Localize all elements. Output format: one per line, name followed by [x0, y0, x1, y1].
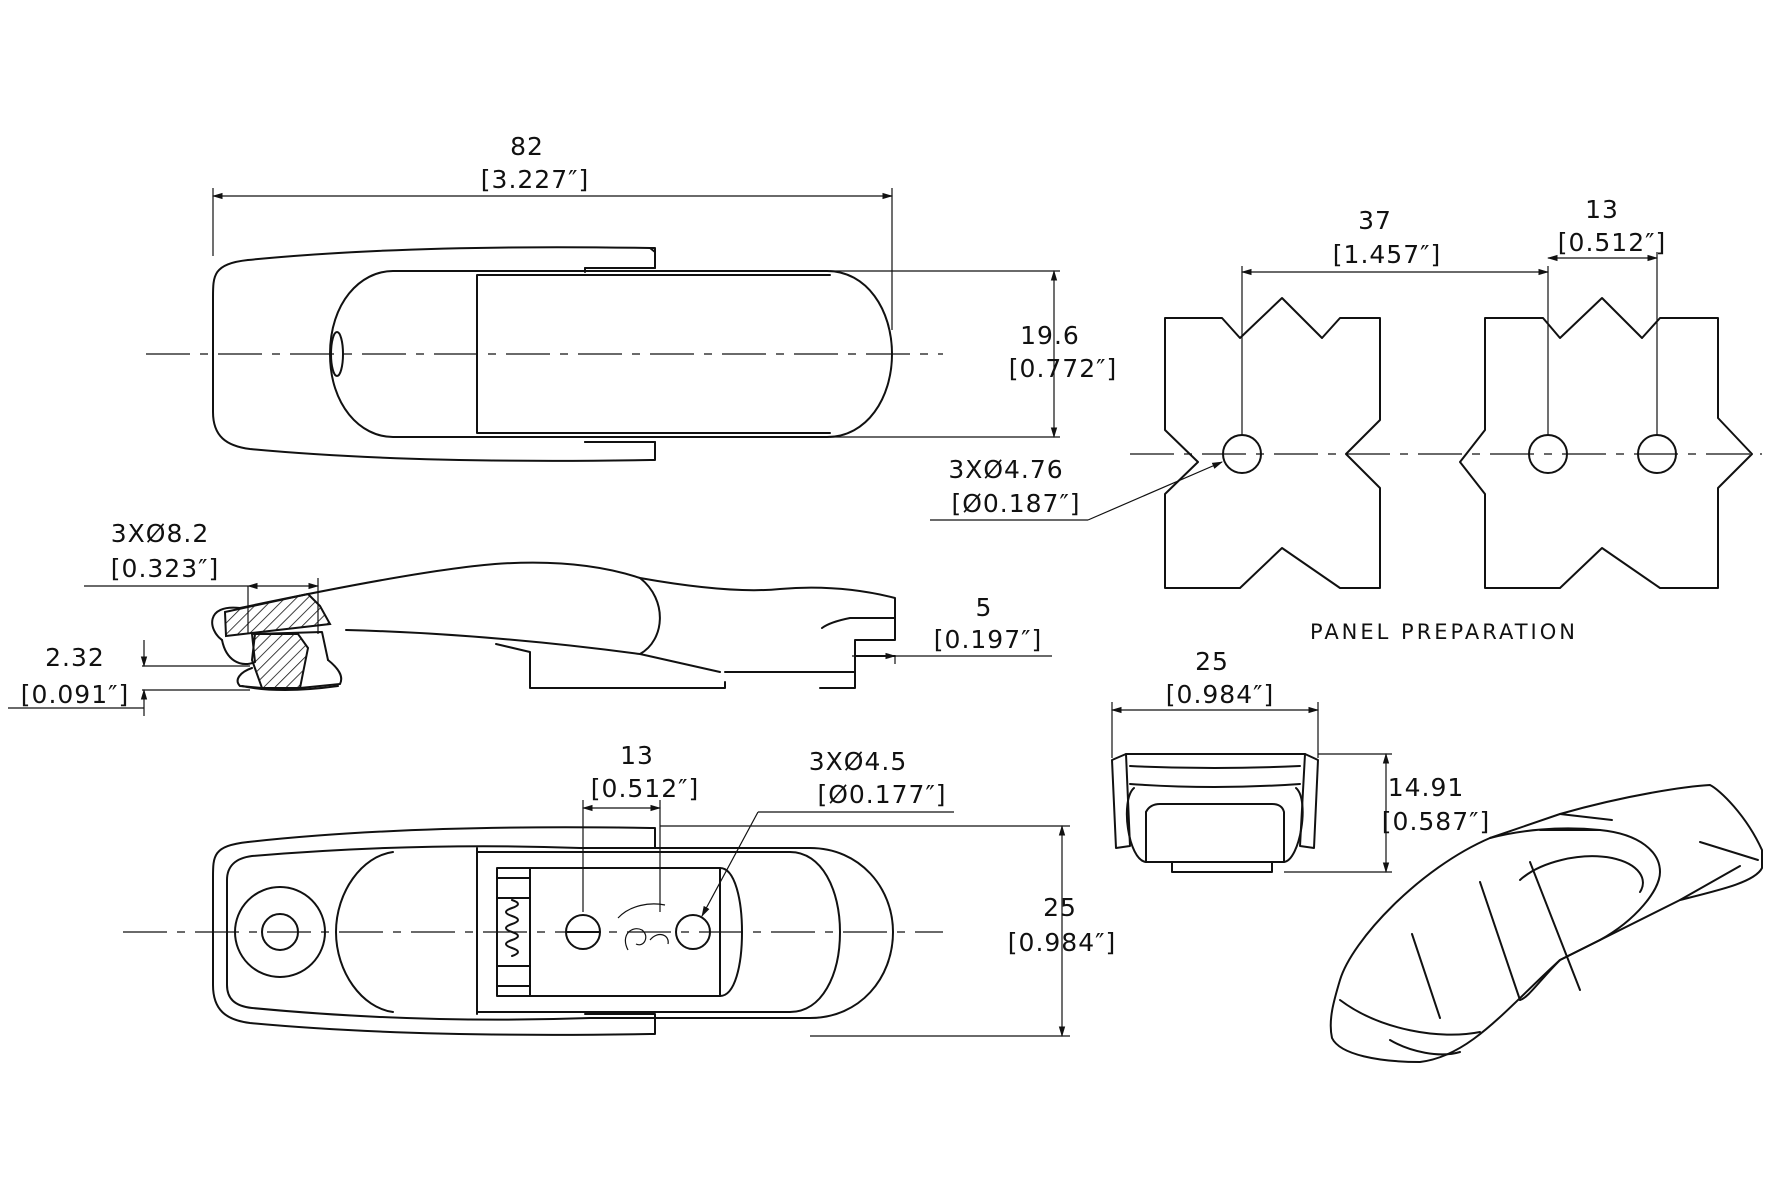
dim-panel-pitch: 13 [0.512″] [1546, 195, 1666, 435]
dim-4-5-inch: [Ø0.177″] [817, 780, 946, 809]
end-view [1111, 753, 1319, 873]
dim-8-2: 3XØ8.2 [111, 519, 209, 548]
dim-4-76-inch: [Ø0.187″] [951, 489, 1080, 518]
dim-19-6-inch: [0.772″] [1009, 354, 1117, 383]
dim-19-6: 19.6 [1020, 321, 1080, 350]
dim-25-end-inch: [0.984″] [1166, 680, 1274, 709]
bottom-view [123, 826, 943, 1036]
dim-panel-spacing: 37 [1.457″] [1240, 206, 1550, 435]
dim-8-2-inch: [0.323″] [111, 554, 219, 583]
panel-preparation-caption: PANEL PREPARATION [1310, 620, 1578, 644]
dim-25-bottom: 25 [1043, 893, 1077, 922]
dim-rivet-height: 2.32 [0.091″] [8, 640, 250, 716]
isometric-view [1329, 784, 1763, 1063]
dim-end-height: 14.91 [0.587″] [1284, 752, 1490, 874]
dim-top-width: 19.6 [0.772″] [830, 269, 1117, 439]
dim-rivet-dia: 3XØ8.2 [0.323″] [84, 519, 320, 634]
dim-25-end: 25 [1195, 647, 1229, 676]
dim-37: 37 [1358, 206, 1392, 235]
panel-cutout-left [1164, 297, 1381, 589]
dim-hole-spacing: 13 [0.512″] [581, 741, 699, 912]
dim-2-32-inch: [0.091″] [21, 680, 129, 709]
dim-panel-hole: 3XØ4.76 [Ø0.187″] [930, 455, 1223, 521]
dim-82-inch: [3.227″] [481, 165, 589, 194]
dim-5-inch: [0.197″] [934, 625, 1042, 654]
dim-4-5: 3XØ4.5 [809, 747, 907, 776]
dim-top-length: 82 [3.227″] [211, 132, 894, 330]
top-view [146, 246, 943, 462]
dim-hole-dia: 3XØ4.5 [Ø0.177″] [701, 747, 954, 917]
dim-bottom-width: 25 [0.984″] [660, 824, 1116, 1038]
dim-13-holes-inch: [0.512″] [591, 774, 699, 803]
dim-14-91: 14.91 [1388, 773, 1465, 802]
dim-side-offset: 5 [0.197″] [852, 593, 1052, 664]
dim-25-bottom-inch: [0.984″] [1008, 928, 1116, 957]
dim-13-holes: 13 [620, 741, 654, 770]
dim-37-inch: [1.457″] [1333, 240, 1441, 269]
dim-13-panel-inch: [0.512″] [1558, 228, 1666, 257]
dim-14-91-inch: [0.587″] [1382, 807, 1490, 836]
dim-2-32: 2.32 [45, 643, 105, 672]
dim-5: 5 [976, 593, 993, 622]
dim-end-width: 25 [0.984″] [1110, 647, 1320, 758]
dim-13-panel: 13 [1585, 195, 1619, 224]
dim-4-76: 3XØ4.76 [948, 455, 1063, 484]
side-view [211, 561, 896, 691]
panel-cutout-right [1459, 297, 1753, 589]
dim-82: 82 [510, 132, 544, 161]
